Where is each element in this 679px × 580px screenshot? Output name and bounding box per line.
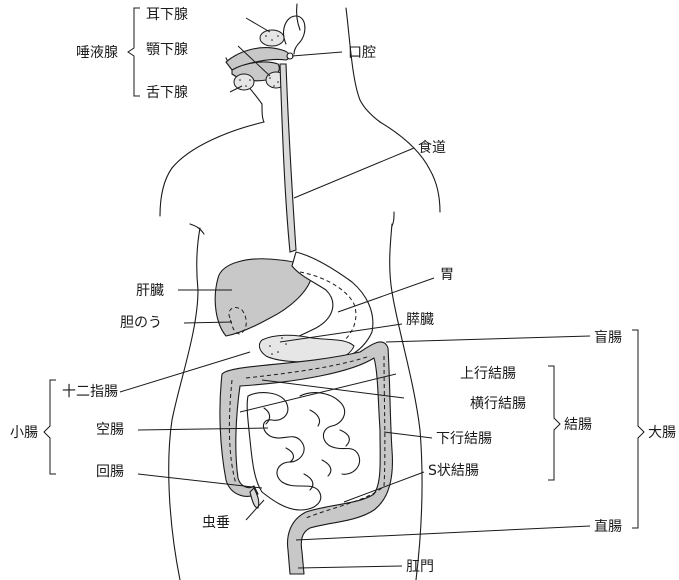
label-pancreas: 膵臓 [406,312,434,328]
label-cecum: 盲腸 [594,329,622,346]
sublingual-gland-shape [234,74,254,90]
label-esophagus: 食道 [418,139,446,156]
label-salivary-glands: 唾液腺 [76,45,118,61]
appendix-shape [250,488,259,508]
label-sublingual: 舌下腺 [146,85,188,101]
label-liver: 肝臓 [136,283,164,299]
ear-icon [284,16,305,54]
label-colon: 結腸 [564,417,592,433]
label-oral-cavity: 口腔 [348,45,376,61]
label-small-intestine: 小腸 [10,425,38,441]
colon-brace [548,366,560,480]
label-submandibular: 顎下腺 [146,42,188,58]
label-large-intestine: 大腸 [648,425,676,441]
label-gallbladder: 胆のう [120,315,162,331]
label-stomach: 胃 [440,267,454,283]
label-appendix: 虫垂 [202,515,230,531]
small-intestine-coils [247,393,359,510]
esophagus-shape [280,64,296,252]
label-sigmoid-colon: S状結腸 [428,463,479,479]
label-parotid: 耳下腺 [146,7,188,23]
label-jejunum: 空腸 [96,422,124,438]
label-anus: 肛門 [406,559,434,575]
salivary-brace [128,8,140,96]
label-ileum: 回腸 [96,464,124,480]
label-rectum: 直腸 [594,518,622,535]
label-duodenum: 十二指腸 [62,384,118,400]
label-transverse-colon: 横行結腸 [470,396,526,412]
parotid-gland-shape [260,30,284,46]
label-ascending-colon: 上行結腸 [460,366,516,382]
braces [44,8,644,528]
large-intestine-brace [632,330,644,528]
small-intestine-brace [44,380,56,474]
label-descending-colon: 下行結腸 [436,431,492,447]
